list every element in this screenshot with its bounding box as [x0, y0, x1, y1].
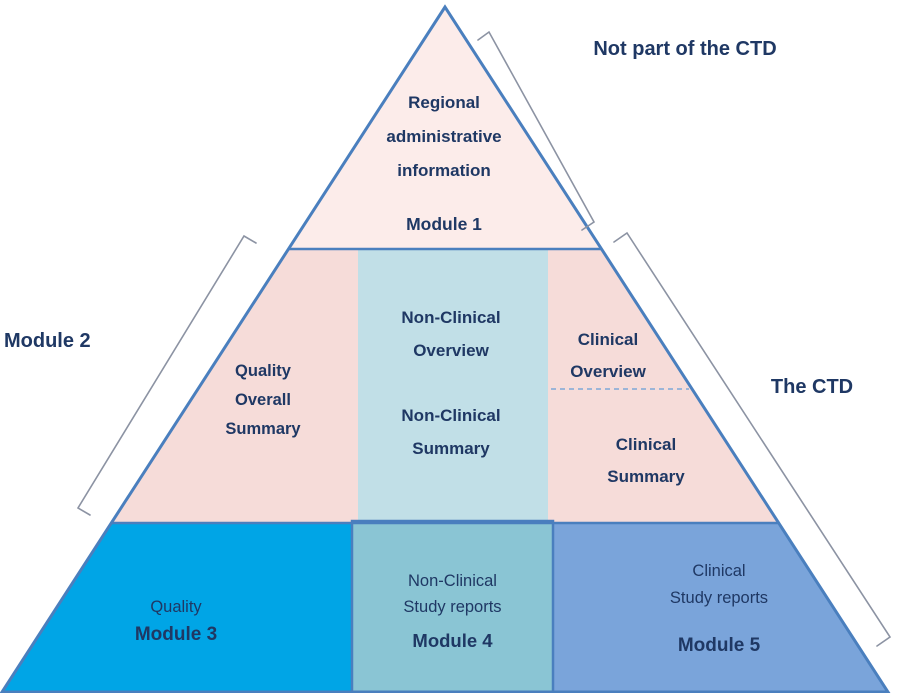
cl-summary-line1: Clinical — [615, 435, 677, 454]
module4-title-line2: Study reports — [403, 598, 502, 616]
module3-region — [2, 523, 352, 692]
nc-summary-line1: Non-Clinical — [401, 406, 501, 425]
module3-name-label: Module 3 — [134, 624, 218, 645]
qos-line3: Summary — [225, 420, 301, 438]
module4-region — [350, 519, 555, 693]
module4-name-label: Module 4 — [412, 630, 493, 651]
non-clinical-summary-label: Non-Clinical Summary — [351, 399, 551, 465]
the-ctd-label: The CTD — [770, 376, 854, 398]
module1-title-line2: administrative — [386, 127, 502, 146]
module1-title: Regional administrative information — [344, 86, 544, 188]
the-ctd-bracket — [613, 231, 892, 647]
module1-name-label: Module 1 — [406, 214, 482, 234]
cl-overview-line1: Clinical — [577, 330, 639, 349]
module1-title-line1: Regional — [408, 93, 480, 112]
module5-title-line1: Clinical — [692, 562, 746, 580]
nc-summary-line2: Summary — [412, 439, 490, 458]
quality-overall-summary-label: Quality Overall Summary — [163, 357, 363, 444]
module1-region — [289, 7, 601, 249]
nc-overview-line2: Overview — [413, 341, 489, 360]
module2-bracket — [76, 234, 257, 516]
non-clinical-overview-label: Non-Clinical Overview — [351, 301, 551, 367]
module1-title-line3: information — [397, 161, 491, 180]
module2-label: Module 2 — [4, 330, 91, 352]
qos-line2: Overall — [235, 391, 291, 409]
non-clinical-region — [358, 249, 548, 523]
not-part-of-ctd-label: Not part of the CTD — [593, 38, 777, 60]
clinical-region — [548, 249, 778, 523]
nc-overview-line1: Non-Clinical — [401, 308, 501, 327]
module3-title: Quality — [150, 598, 202, 616]
module5-title-line2: Study reports — [669, 589, 769, 607]
qos-line1: Quality — [235, 362, 291, 380]
module4-title-line1: Non-Clinical — [408, 572, 497, 590]
pyramid-outline — [0, 4, 891, 693]
module5-name-label: Module 5 — [677, 635, 761, 656]
clinical-summary-label: Clinical Summary — [556, 429, 736, 493]
clinical-overview-label: Clinical Overview — [518, 324, 698, 388]
cl-summary-line2: Summary — [607, 467, 685, 486]
cl-overview-line2: Overview — [570, 362, 646, 381]
quality-overall-summary-region — [112, 249, 358, 523]
not-part-of-ctd-bracket — [477, 30, 596, 231]
